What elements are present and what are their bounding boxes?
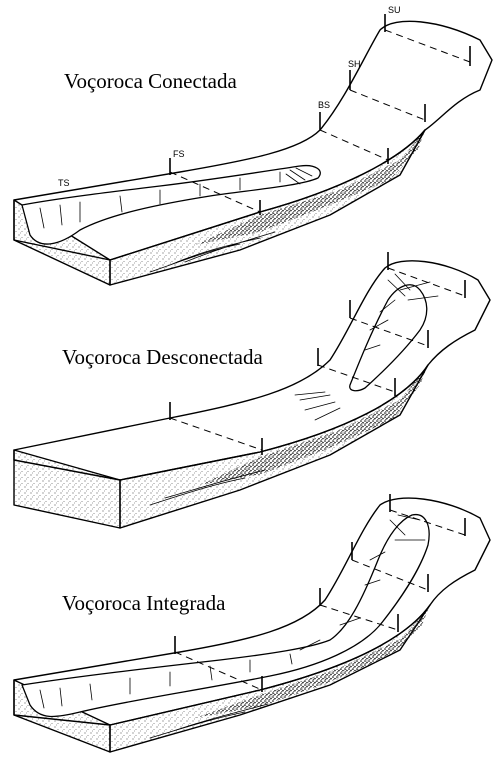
panel-title-integrated: Voçoroca Integrada [62,591,226,615]
label-su: SU [388,5,401,15]
label-ts: TS [58,178,70,188]
panel-disconnected-gully: Voçoroca Desconectada [14,252,490,528]
panel-title-disconnected: Voçoroca Desconectada [62,345,263,369]
label-sh: SH [348,59,361,69]
label-fs: FS [173,149,185,159]
panel-title-connected: Voçoroca Conectada [64,69,237,93]
label-bs: BS [318,100,330,110]
panel-integrated-gully: Voçoroca Integrada [14,494,490,752]
panel-connected-gully: TS FS BS SH SU Voçoroca Conectada [14,5,492,285]
